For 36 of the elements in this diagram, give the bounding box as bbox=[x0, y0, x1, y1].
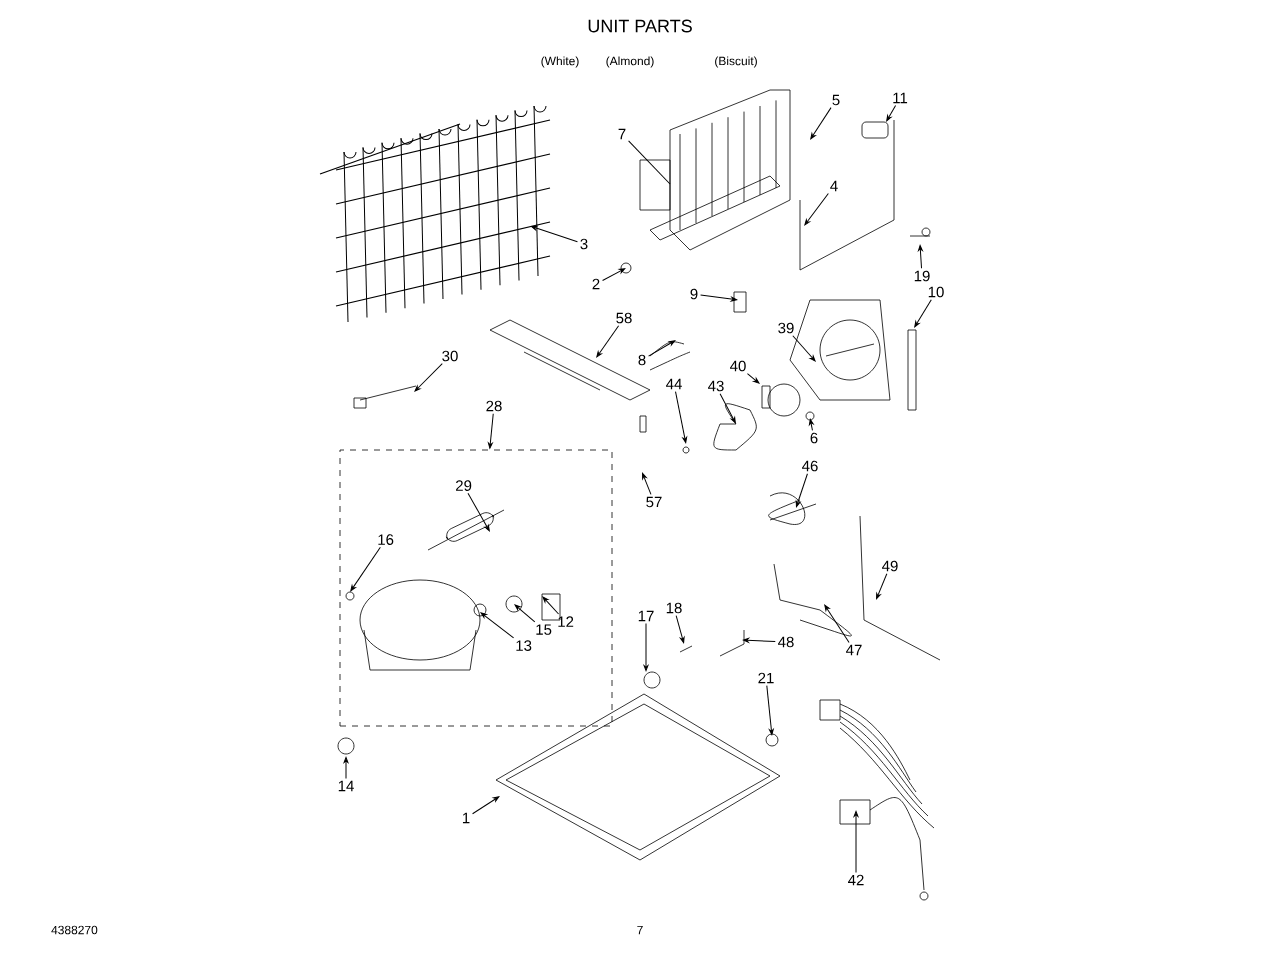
leader-line bbox=[648, 340, 676, 357]
leader-line bbox=[808, 418, 814, 431]
leader-line bbox=[472, 796, 500, 815]
leader-line bbox=[467, 492, 490, 532]
leader-line bbox=[487, 413, 494, 449]
leader-line bbox=[675, 615, 685, 644]
leader-line bbox=[804, 193, 829, 226]
leader-line bbox=[514, 604, 536, 623]
leader-line bbox=[480, 612, 515, 639]
leader-line bbox=[700, 294, 738, 302]
leader-line bbox=[350, 546, 381, 592]
leader-line bbox=[596, 325, 620, 358]
dashed-group-box bbox=[339, 449, 613, 727]
leader-line bbox=[876, 573, 888, 600]
leader-line bbox=[810, 107, 832, 140]
leader-line bbox=[824, 604, 850, 643]
leader-line bbox=[719, 393, 736, 424]
leader-line bbox=[853, 810, 859, 873]
leader-line bbox=[628, 140, 671, 185]
title: UNIT PARTS bbox=[588, 19, 692, 33]
leader-line bbox=[742, 637, 776, 643]
leader-line bbox=[746, 373, 760, 384]
leader-line bbox=[530, 225, 578, 243]
leader-line bbox=[795, 473, 808, 508]
leader-line bbox=[602, 268, 626, 281]
leader-line bbox=[766, 685, 774, 736]
leader-line bbox=[643, 623, 649, 672]
leader-line bbox=[675, 391, 688, 444]
leader-line bbox=[414, 363, 443, 392]
leader-line bbox=[792, 335, 816, 362]
leader-line bbox=[542, 596, 560, 615]
leader-line bbox=[343, 756, 349, 779]
leader-line bbox=[918, 244, 923, 269]
leader-line bbox=[886, 105, 897, 122]
leader-line bbox=[914, 299, 932, 328]
leader-line bbox=[642, 472, 652, 495]
